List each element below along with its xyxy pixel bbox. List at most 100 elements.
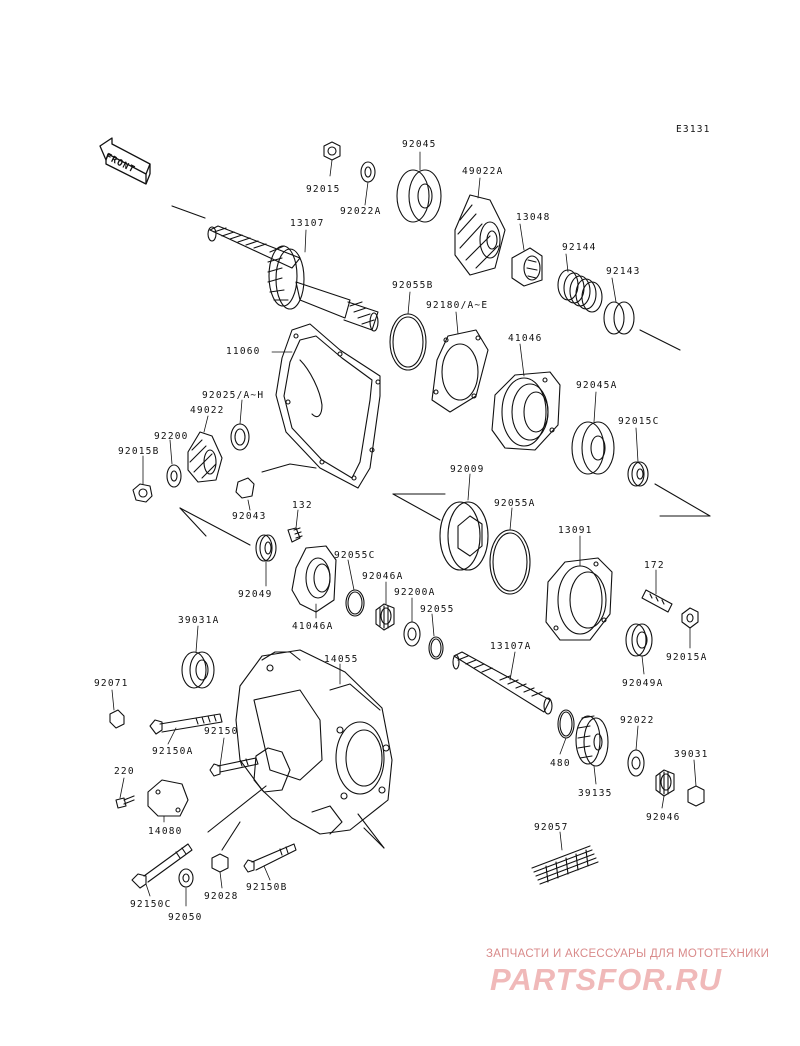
dowel-92028 <box>211 821 241 873</box>
part-label-92055C: 92055C <box>334 550 376 561</box>
nut-92015C <box>627 461 711 517</box>
watermark-tagline: ЗАПЧАСТИ И АКСЕССУАРЫ ДЛЯ МОТОТЕХНИКИ <box>486 948 770 960</box>
o-ring-92055C <box>345 589 365 617</box>
part-label-92200A: 92200A <box>394 587 436 598</box>
gear-39135 <box>575 715 609 767</box>
part-label-92071: 92071 <box>94 678 129 689</box>
part-label-39135: 39135 <box>578 788 613 799</box>
part-label-13107A: 13107A <box>490 641 532 652</box>
case-14055 <box>207 649 393 849</box>
part-label-39031A: 39031A <box>178 615 220 626</box>
part-label-49022: 49022 <box>190 405 225 416</box>
part-label-92015: 92015 <box>306 184 341 195</box>
output-shaft-13107A <box>452 651 553 715</box>
part-label-92150A: 92150A <box>152 746 194 757</box>
part-label-92200: 92200 <box>154 431 189 442</box>
shim-92025 <box>230 423 250 451</box>
oil-seal-92049 <box>179 507 277 562</box>
part-label-92046A: 92046A <box>362 571 404 582</box>
part-label-92049: 92049 <box>238 589 273 600</box>
part-label-92055: 92055 <box>420 604 455 615</box>
nut-92015B <box>132 483 153 503</box>
part-label-92045A: 92045A <box>576 380 618 391</box>
washer-92022 <box>627 749 645 777</box>
bolt-132 <box>287 527 303 543</box>
part-label-41046: 41046 <box>508 333 543 344</box>
part-label-92150B: 92150B <box>246 882 288 893</box>
part-label-92050: 92050 <box>168 912 203 923</box>
part-label-92180: 92180/A~E <box>426 300 489 311</box>
part-label-92144: 92144 <box>562 242 597 253</box>
part-label-13107: 13107 <box>290 218 325 229</box>
o-ring-92055A <box>489 529 531 595</box>
bevel-gear-49022A <box>454 194 506 276</box>
watermark-logo: PARTSFOR.RU <box>490 962 723 997</box>
washer-92200 <box>166 464 182 488</box>
part-label-92150: 92150 <box>204 726 239 737</box>
washer-92200A <box>403 621 421 647</box>
screw-220 <box>115 795 135 809</box>
oil-seal-92049A <box>625 623 653 657</box>
part-label-92028: 92028 <box>204 891 239 902</box>
part-label-92143: 92143 <box>606 266 641 277</box>
part-label-14055: 14055 <box>324 654 359 665</box>
bolt-92150A <box>149 713 223 735</box>
bearing-92045A <box>571 421 615 475</box>
shim-set-92057 <box>531 845 599 885</box>
part-label-92150C: 92150C <box>130 899 172 910</box>
part-label-92015B: 92015B <box>118 446 160 457</box>
shim-92180 <box>431 329 489 413</box>
part-label-49022A: 49022A <box>462 166 504 177</box>
collar-92143 <box>603 301 681 351</box>
bearing-housing-41046 <box>491 371 561 451</box>
part-label-480: 480 <box>550 758 571 769</box>
part-label-92022A: 92022A <box>340 206 382 217</box>
part-label-92049A: 92049A <box>622 678 664 689</box>
part-label-172: 172 <box>644 560 665 571</box>
bolt-92150 <box>209 757 259 777</box>
part-label-92043: 92043 <box>232 511 267 522</box>
part-label-92055B: 92055B <box>392 280 434 291</box>
circlip-480 <box>557 709 575 739</box>
washer-92022A <box>360 161 376 183</box>
part-label-13091: 13091 <box>558 525 593 536</box>
input-shaft-13107 <box>171 205 379 332</box>
part-label-11060: 11060 <box>226 346 261 357</box>
cap-39031 <box>687 785 705 807</box>
part-label-132: 132 <box>292 500 313 511</box>
nut-92015 <box>323 141 341 161</box>
housing-13091 <box>545 557 613 641</box>
part-label-92057: 92057 <box>534 822 569 833</box>
dowel-92043 <box>235 463 317 499</box>
bearing-housing-41046A <box>291 545 337 613</box>
bearing-92045 <box>396 169 442 223</box>
part-label-92055A: 92055A <box>494 498 536 509</box>
bolt-92150C <box>131 843 193 889</box>
part-label-13048: 13048 <box>516 212 551 223</box>
part-label-39031: 39031 <box>674 749 709 760</box>
needle-bearing-92046 <box>655 769 675 797</box>
cover-14080 <box>147 779 189 817</box>
washer-92050 <box>178 868 194 888</box>
diagram-code: E3131 <box>676 124 711 135</box>
part-label-14080: 14080 <box>148 826 183 837</box>
coupler-13048 <box>511 247 543 287</box>
part-label-92015C: 92015C <box>618 416 660 427</box>
spring-92144 <box>557 269 603 313</box>
bevel-gear-49022 <box>187 431 223 483</box>
part-label-92015A: 92015A <box>666 652 708 663</box>
gasket-11060 <box>275 323 381 489</box>
stud-172 <box>641 589 673 613</box>
seal-39031A <box>181 651 215 689</box>
part-label-92025: 92025/A~H <box>202 390 265 401</box>
leader-lines <box>111 151 697 907</box>
part-label-220: 220 <box>114 766 135 777</box>
needle-bearing-92046A <box>375 603 395 631</box>
part-label-92046: 92046 <box>646 812 681 823</box>
o-ring-92055B <box>389 313 427 371</box>
part-label-41046A: 41046A <box>292 621 334 632</box>
o-ring-92055 <box>428 636 444 660</box>
bolt-92150B <box>243 843 297 873</box>
part-label-92009: 92009 <box>450 464 485 475</box>
